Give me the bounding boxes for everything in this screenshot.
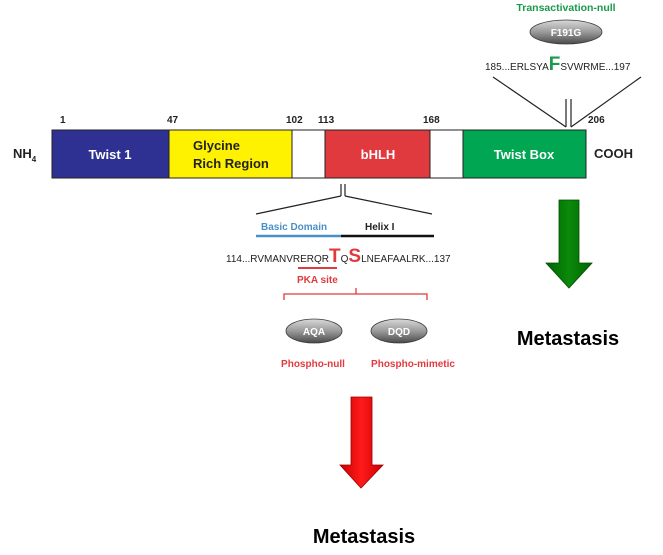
twist1-domain-label: Twist 1 [88, 147, 131, 162]
position-206: 206 [588, 115, 605, 126]
pka-site-label: PKA site [297, 275, 338, 286]
position-102: 102 [286, 115, 303, 126]
twist-box-sequence: 185...ERLSYAFSVWRME...197 [485, 54, 631, 75]
linker-region-2 [429, 129, 464, 179]
f191g-mutant-label: F191G [551, 28, 582, 39]
twist1-domain [51, 129, 170, 179]
n-terminus-label: NH4 [13, 146, 37, 164]
bhlh-zoom-line-left [255, 195, 342, 215]
green-arrow [545, 199, 593, 289]
zoom-line-top-right [570, 76, 642, 128]
phospho-mimetic-label: Phospho-mimetic [371, 359, 455, 370]
bhlh-domain [324, 129, 431, 179]
dqd-mutant-label: DQD [388, 327, 410, 338]
f191-residue: F [549, 54, 561, 75]
glycine-label-line2: Rich Region [193, 156, 269, 171]
metastasis-label-right: Metastasis [517, 328, 619, 350]
f191g-mutant-oval [529, 19, 603, 45]
position-168: 168 [423, 115, 440, 126]
protein-domain-bar [51, 129, 587, 179]
transactivation-null-label: Transactivation-null [516, 2, 615, 14]
glycine-rich-domain [168, 129, 293, 179]
linker-region-1 [291, 129, 326, 179]
glycine-label-line1: Glycine [193, 138, 240, 153]
position-113: 113 [318, 115, 335, 126]
t125-residue: T [329, 246, 341, 267]
bhlh-zoom-line-right [344, 195, 433, 215]
s127-residue: S [348, 246, 361, 267]
helix-i-label: Helix I [365, 222, 395, 233]
metastasis-label-left: Metastasis [313, 526, 415, 548]
c-terminus-label: COOH [594, 146, 633, 161]
position-1: 1 [60, 115, 66, 126]
basic-domain-label: Basic Domain [261, 222, 327, 233]
red-arrow [339, 396, 384, 489]
bhlh-domain-label: bHLH [361, 147, 396, 162]
dqd-mutant-oval [370, 318, 428, 344]
aqa-mutant-oval [285, 318, 343, 344]
twist-box-domain-label: Twist Box [494, 147, 555, 162]
phospho-null-label: Phospho-null [281, 359, 345, 370]
aqa-mutant-label: AQA [303, 327, 325, 338]
bhlh-sequence: 114...RVMANVRERQRTQSLNEAFAALRK...137 [226, 246, 451, 267]
mutant-bracket [283, 288, 428, 300]
zoom-line-top-left [492, 76, 567, 128]
twist-box-domain [462, 129, 587, 179]
position-47: 47 [167, 115, 179, 126]
